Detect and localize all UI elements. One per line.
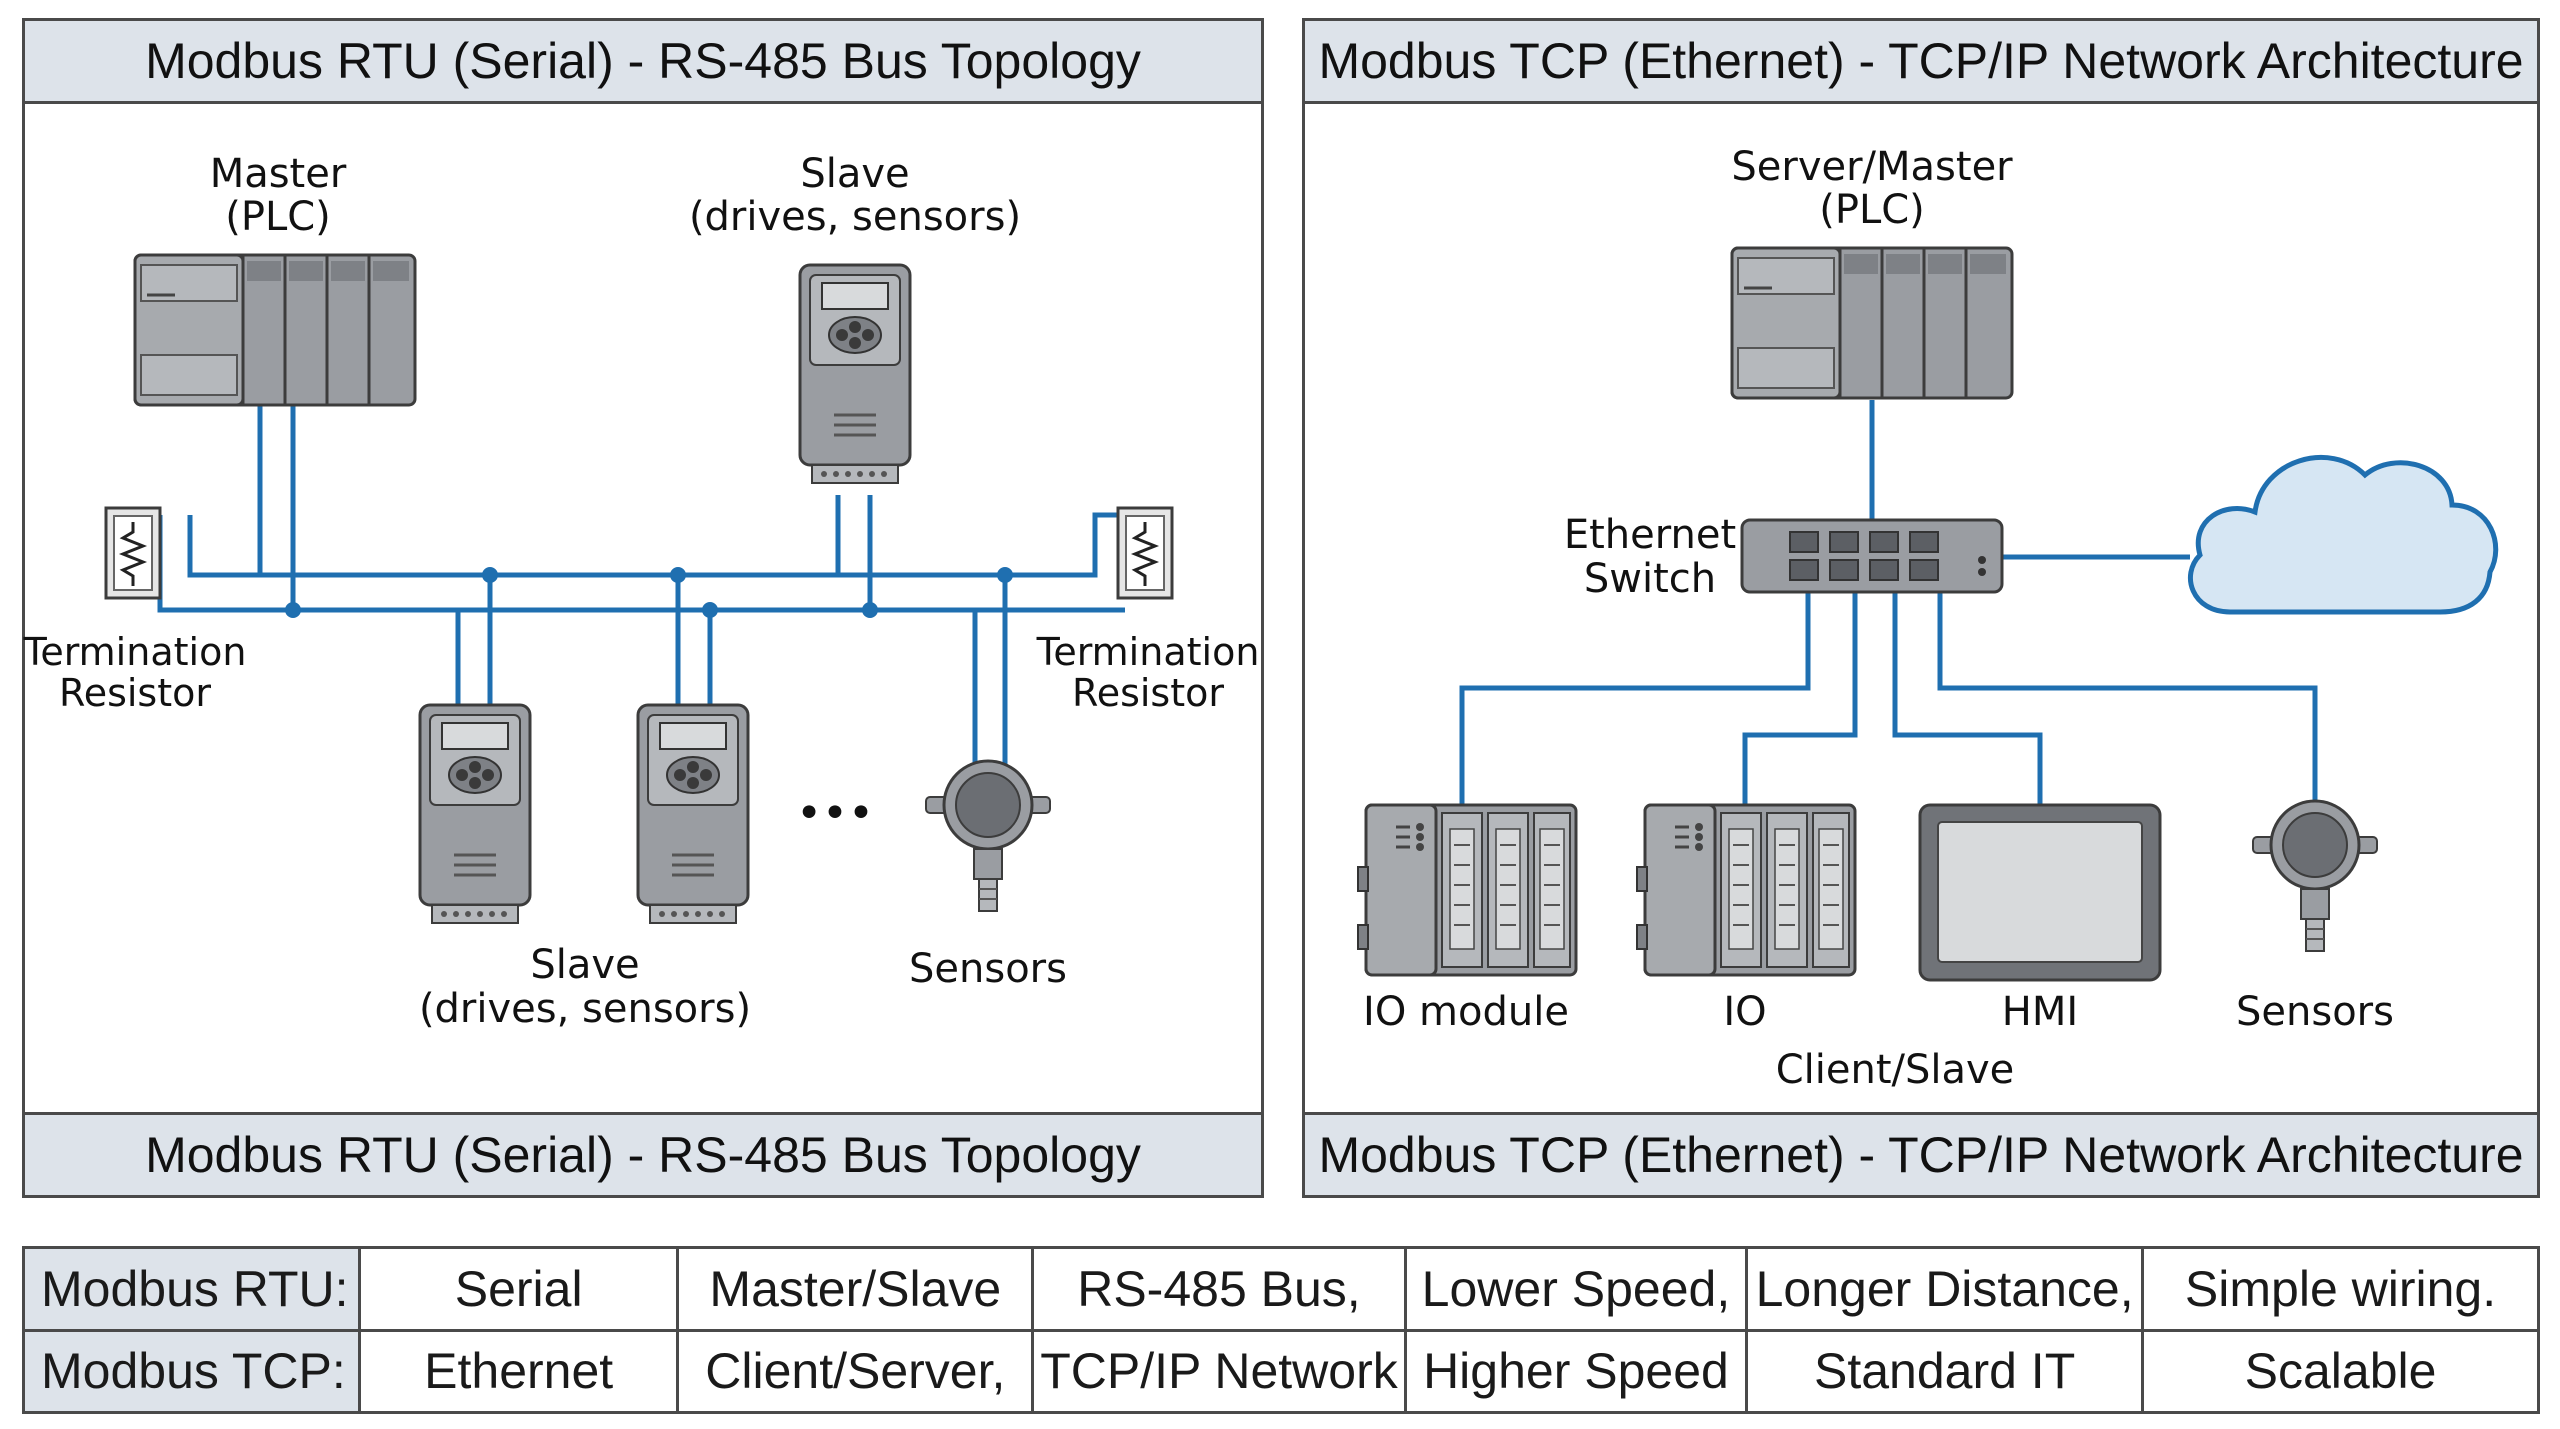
- table-row: Modbus TCP: Ethernet Client/Server, TCP/…: [22, 1328, 2540, 1414]
- termination-resistor-right: [1116, 506, 1174, 600]
- table-cell: Scalable: [2141, 1328, 2540, 1414]
- table-cell: Serial: [357, 1246, 680, 1332]
- rtu-footer: Modbus RTU (Serial) - RS-485 Bus Topolog…: [25, 1112, 1261, 1195]
- server-label-1: Server/Master: [1731, 144, 2013, 190]
- table-cell: Lower Speed,: [1403, 1246, 1749, 1332]
- table-cell: RS-485 Bus,: [1031, 1246, 1407, 1332]
- table-cell: Standard IT: [1745, 1328, 2145, 1414]
- tcp-sensors-label: Sensors: [2236, 989, 2394, 1035]
- table-cell: Simple wiring.: [2141, 1246, 2540, 1332]
- ethernet-switch: [1740, 518, 2004, 594]
- slave-drive-top: [798, 263, 912, 485]
- slave-bottom-label-2: (drives, sensors): [419, 986, 751, 1032]
- client-slave-label: Client/Slave: [1776, 1047, 2015, 1093]
- termination-resistor-left: [104, 506, 162, 600]
- table-cell: Master/Slave: [676, 1246, 1035, 1332]
- rtu-bus-junctions: [285, 567, 1013, 618]
- ellipsis: •••: [796, 788, 874, 839]
- server-label-2: (PLC): [1819, 187, 1925, 233]
- tcp-network-wires: [1459, 400, 2318, 810]
- termination-right-label-2: Resistor: [1072, 671, 1224, 715]
- master-plc: [133, 253, 417, 407]
- hmi-label: HMI: [2002, 989, 2078, 1035]
- tcp-sensor: [2251, 799, 2379, 953]
- rtu-title: Modbus RTU (Serial) - RS-485 Bus Topolog…: [25, 21, 1261, 104]
- termination-left-label-1: Termination: [23, 630, 247, 674]
- cloud-icon: [2188, 455, 2499, 615]
- row-label-rtu: Modbus RTU:: [22, 1246, 361, 1332]
- tcp-footer: Modbus TCP (Ethernet) - TCP/IP Network A…: [1305, 1112, 2537, 1195]
- table-cell: Client/Server,: [676, 1328, 1035, 1414]
- row-label-tcp: Modbus TCP:: [22, 1328, 361, 1414]
- rtu-bus-wires: [157, 405, 1125, 790]
- io-module-label: IO module: [1363, 989, 1569, 1035]
- slave-drive-2: [636, 703, 750, 925]
- slave-drive-1: [418, 703, 532, 925]
- rtu-sensors-label: Sensors: [909, 946, 1067, 992]
- switch-label-1: Ethernet: [1564, 512, 1736, 558]
- slave-bottom-label-1: Slave: [530, 942, 639, 988]
- io-label: IO: [1723, 989, 1766, 1035]
- comparison-table: Modbus RTU: Serial Master/Slave RS-485 B…: [22, 1246, 2540, 1414]
- master-label-2: (PLC): [225, 194, 331, 240]
- termination-right-label-1: Termination: [1036, 630, 1260, 674]
- slave-top-label-2: (drives, sensors): [689, 194, 1021, 240]
- io-rack: [1635, 803, 1857, 977]
- table-cell: Longer Distance,: [1745, 1246, 2145, 1332]
- table-cell: Higher Speed: [1403, 1328, 1749, 1414]
- server-master-plc: [1730, 246, 2014, 400]
- master-label-1: Master: [210, 151, 347, 197]
- switch-label-2: Switch: [1584, 556, 1716, 602]
- table-row: Modbus RTU: Serial Master/Slave RS-485 B…: [22, 1246, 2540, 1332]
- rtu-sensor: [924, 759, 1052, 913]
- table-cell: TCP/IP Network: [1031, 1328, 1407, 1414]
- table-cell: Ethernet: [357, 1328, 680, 1414]
- io-module: [1356, 803, 1578, 977]
- tcp-title: Modbus TCP (Ethernet) - TCP/IP Network A…: [1305, 21, 2537, 104]
- slave-top-label-1: Slave: [800, 151, 909, 197]
- hmi-panel: [1918, 803, 2162, 982]
- termination-left-label-2: Resistor: [59, 671, 211, 715]
